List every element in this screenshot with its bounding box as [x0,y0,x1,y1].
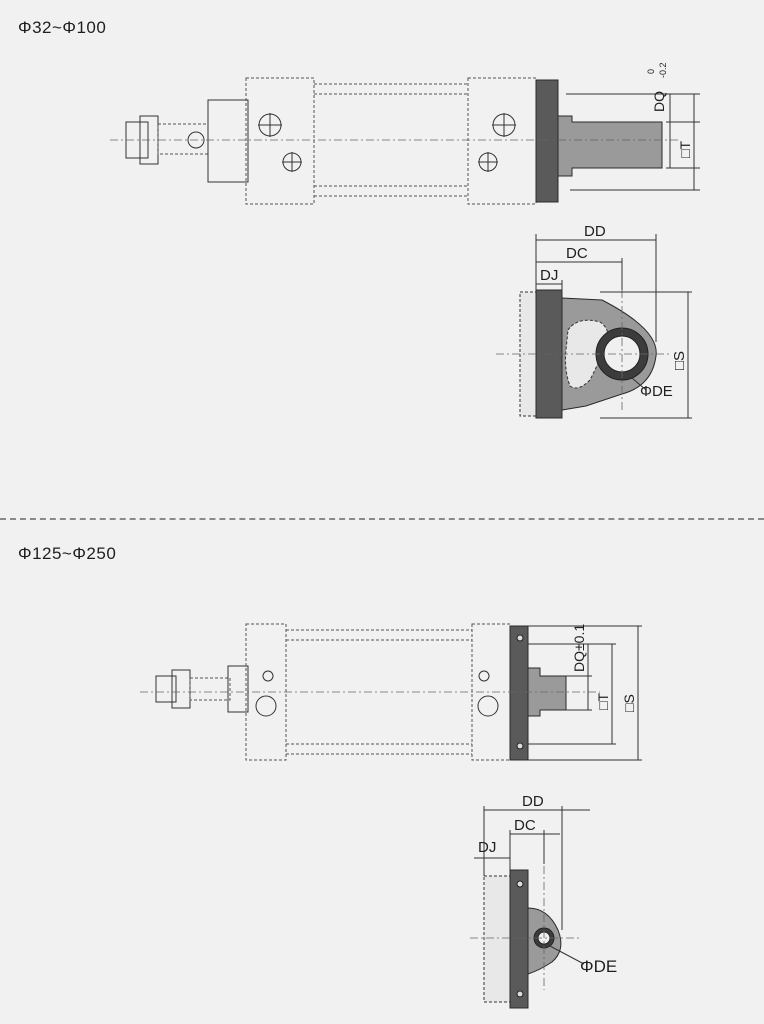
top-dj-label: DJ [540,267,558,284]
top-rod [157,123,209,155]
top-mount-flange [535,79,559,203]
top-mount-tongue [557,115,663,177]
top-cylinder-view: DQ 0 -0.2 □T [110,62,700,205]
bottom-rod-cover [227,665,249,713]
top-s-label: □S [671,351,688,370]
section-title-large-bore: Φ125~Φ250 [18,544,117,563]
section-title-small-bore: Φ32~Φ100 [18,18,107,37]
bottom-cylinder-view: DQ±0.1 □T □S [140,623,642,761]
bottom-rod [189,677,231,701]
top-dc-label: DC [566,245,588,262]
bottom-de-label: ΦDE [580,957,617,976]
bottom-detail-flange [509,869,529,1009]
top-dq-label: DQ [651,91,667,112]
top-rod-boss [187,131,205,149]
top-front-head [245,77,315,205]
bottom-rod-nut [155,675,177,703]
bottom-t-label: □T [595,693,611,710]
bottom-port-rear-2 [477,695,499,717]
top-detail-eye-recess [565,319,609,389]
bottom-dj-label: DJ [478,839,496,856]
bottom-port-rear [478,670,490,682]
top-dq-tol-lower: -0.2 [658,62,668,78]
bottom-port-front-2 [255,695,277,717]
bottom-mount-flange [509,625,529,761]
bottom-s-label: □S [621,694,637,712]
top-rod-cover [207,99,249,183]
top-de-label: ΦDE [640,383,673,400]
top-rod-eye-detail: DD DC DJ □S ΦDE [496,223,692,419]
top-dd-label: DD [584,223,606,240]
bottom-port-front [262,670,274,682]
section-divider [0,518,764,520]
top-dq-tol-upper: 0 [646,69,656,74]
bottom-dd-label: DD [522,793,544,810]
top-t-label: □T [677,141,693,158]
bottom-rod-eye-detail: DD DC DJ ΦDE [470,793,617,1009]
bottom-dc-label: DC [514,817,536,834]
bottom-detail-body-ghost [483,875,511,1003]
bottom-dq-label: DQ±0.1 [571,624,587,672]
top-rear-head [467,77,537,205]
